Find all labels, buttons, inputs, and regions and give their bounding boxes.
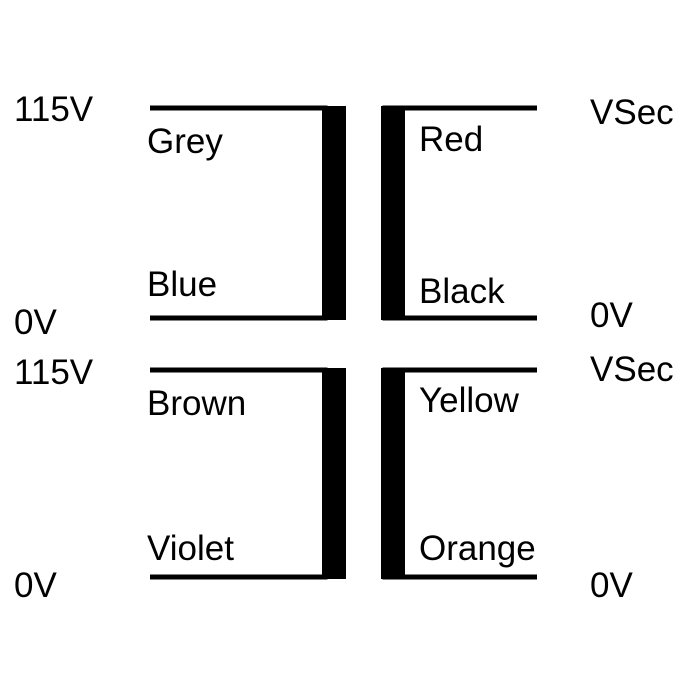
- t1-primary-top-wire-label: Grey: [147, 122, 223, 161]
- t1-secondary-core-bar: [381, 106, 405, 320]
- t2-primary-top-wire-label: Brown: [147, 384, 247, 423]
- t1-primary-top-voltage: 115V: [14, 90, 94, 129]
- t2-secondary-core-bar: [381, 368, 405, 579]
- t1-secondary-bottom-wire-label: Black: [419, 272, 505, 311]
- t1-secondary-top-wire-label: Red: [419, 120, 484, 159]
- t1-secondary-bottom-voltage: 0V: [590, 296, 633, 335]
- t2-secondary-bottom-voltage: 0V: [590, 566, 633, 605]
- t1-secondary-top-voltage: VSec: [590, 93, 674, 132]
- t1-primary-bottom-voltage: 0V: [14, 303, 57, 342]
- t2-primary-bottom-voltage: 0V: [14, 566, 57, 605]
- t2-primary-core-bar: [322, 368, 346, 579]
- t2-secondary-top-wire-label: Yellow: [419, 381, 519, 420]
- t2-secondary-bottom-wire-label: Orange: [419, 529, 536, 568]
- t1-primary-bottom-wire-label: Blue: [147, 265, 218, 304]
- t2-primary-top-voltage: 115V: [14, 353, 94, 392]
- t2-primary-bottom-wire-label: Violet: [147, 529, 234, 568]
- t1-primary-core-bar: [322, 106, 346, 320]
- t2-secondary-top-voltage: VSec: [590, 350, 674, 389]
